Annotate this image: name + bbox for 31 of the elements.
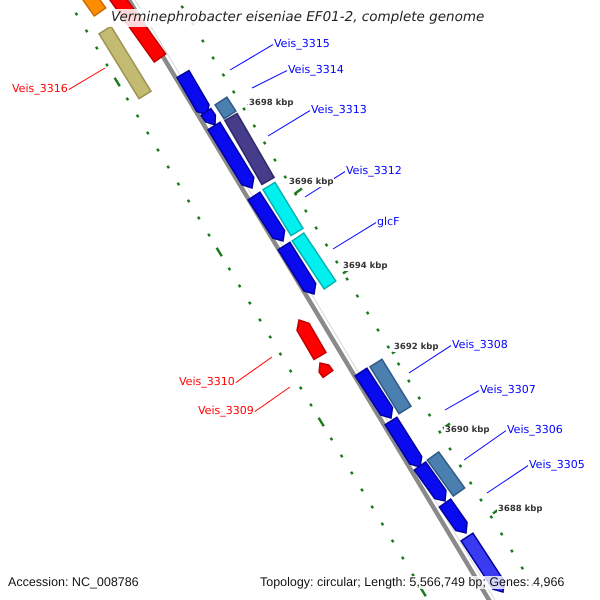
leader-line (230, 44, 274, 70)
gene-label: Veis_3316 (12, 83, 68, 94)
leader-line (408, 345, 452, 374)
gene-label: Veis_3306 (507, 424, 563, 435)
tick-label: 3694 kbp (342, 262, 388, 270)
gene-label: Veis_3307 (480, 384, 536, 395)
gene-label: Veis_3314 (288, 64, 344, 75)
leader-line (444, 390, 480, 410)
accession-text: Accession: NC_008786 (8, 576, 139, 588)
gene-label: Veis_3315 (274, 38, 330, 49)
gene-label: Veis_3310 (179, 376, 235, 387)
leader-line (252, 70, 288, 88)
gene-label: Veis_3305 (529, 459, 585, 470)
tick-label: 3696 kbp (288, 178, 334, 186)
leader-line (68, 68, 106, 90)
leader-line (268, 110, 310, 136)
tick-label: 3698 kbp (248, 99, 294, 108)
gene-label: Veis_3309 (198, 405, 254, 416)
gene-label: Veis_3312 (346, 165, 402, 176)
genome-info-text: Topology: circular; Length: 5,566,749 bp; Genes: 4,966 (260, 576, 564, 588)
gene-label: Veis_3308 (452, 339, 508, 350)
tick-label: 3692 kbp (393, 343, 440, 352)
leader-line (254, 386, 290, 412)
leader-line (486, 465, 528, 494)
tick-label: 3688 kbp (497, 505, 544, 514)
leader-line (332, 222, 376, 250)
gene-label: glcF (377, 216, 400, 227)
leader-line (235, 356, 272, 384)
tick-label: 3690 kbp (444, 426, 490, 434)
gene-label: Veis_3313 (311, 104, 367, 115)
leader-line (464, 430, 506, 460)
